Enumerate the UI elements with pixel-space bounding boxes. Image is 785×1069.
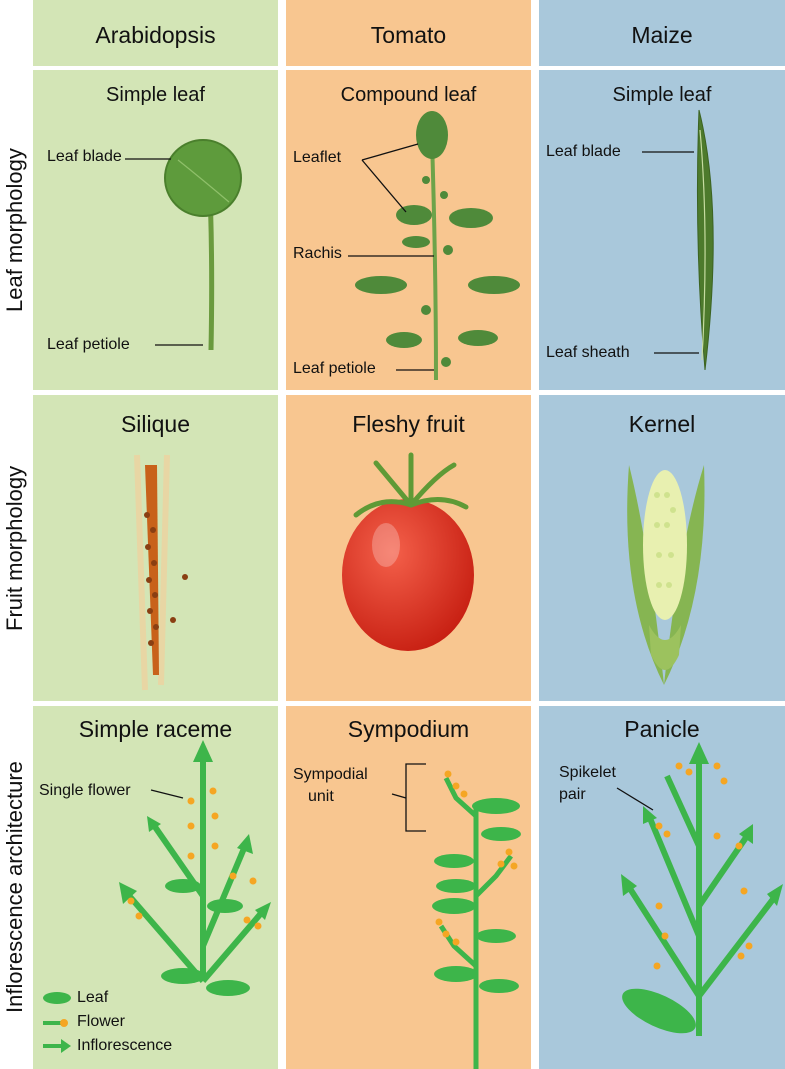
arabidopsis-leaf-illustration (125, 139, 242, 351)
cell-title: Simple raceme (78, 716, 233, 742)
cell-title: Simple leaf (106, 84, 205, 106)
cell-title: Silique (120, 411, 191, 437)
row-label-inflorescence: Inflorescence architecture (2, 761, 27, 1014)
label-leaf-blade: Leaf blade (47, 148, 122, 165)
cell-title: Fleshy fruit (352, 411, 465, 437)
maize-ear-illustration (627, 465, 705, 685)
label-leaf-sheath: Leaf sheath (546, 344, 630, 361)
cell-arabidopsis-fruit: Silique (33, 395, 278, 701)
legend-flower-icon (60, 1019, 68, 1027)
label-leaflet: Leaflet (293, 149, 342, 166)
tomato-fruit-illustration (342, 452, 474, 651)
sympodium-diagram (391, 763, 521, 1069)
legend-leaf-icon (43, 992, 71, 1004)
cell-arabidopsis-leaf: Simple leaf Leaf blade Leaf petiole (33, 70, 278, 390)
panicle-diagram (616, 742, 783, 1036)
cell-arabidopsis-inflorescence: Simple raceme (33, 706, 278, 1069)
row-label-fruit: Fruit morphology (2, 465, 27, 631)
cell-title: Simple leaf (612, 84, 712, 106)
cell-tomato-inflorescence: Sympodium Sympodial unit (286, 706, 531, 1069)
cell-title: Sympodium (347, 716, 470, 742)
label-leaf-petiole: Leaf petiole (47, 336, 130, 353)
legend-flower-label: Flower (77, 1013, 126, 1030)
cell-title: Kernel (628, 411, 696, 437)
maize-leaf-illustration (642, 109, 714, 371)
label-sympodial-unit-line1: Sympodial (293, 766, 368, 783)
cell-maize-leaf: Simple leaf Leaf blade Leaf sheath (539, 70, 785, 390)
cell-maize-fruit: Kernel (539, 395, 785, 701)
tomato-leaf-illustration (348, 111, 520, 381)
label-spikelet-pair-line1: Spikelet (559, 764, 616, 781)
cell-title: Panicle (624, 716, 700, 742)
legend-inflorescence-label: Inflorescence (77, 1037, 173, 1054)
label-spikelet-pair-line2: pair (559, 786, 586, 803)
cell-title: Compound leaf (340, 84, 477, 106)
label-leaf-petiole: Leaf petiole (293, 360, 376, 377)
legend-inflorescence-icon (61, 1039, 71, 1053)
label-leaf-blade: Leaf blade (546, 143, 621, 160)
label-sympodial-unit-line2: unit (308, 788, 334, 805)
simple-raceme-diagram (43, 740, 271, 1053)
cell-tomato-fruit: Fleshy fruit (286, 395, 531, 701)
legend-leaf-label: Leaf (77, 989, 109, 1006)
label-single-flower: Single flower (39, 782, 131, 799)
cell-tomato-leaf: Compound leaf Leaflet Rachis Leaf petiol… (286, 70, 531, 390)
silique-illustration (134, 454, 188, 691)
header-arabidopsis: Arabidopsis (33, 0, 278, 66)
label-rachis: Rachis (293, 245, 342, 262)
cell-maize-inflorescence: Panicle Spikelet pair (539, 706, 785, 1069)
header-tomato: Tomato (286, 0, 531, 66)
header-maize: Maize (539, 0, 785, 66)
row-label-leaf: Leaf morphology (2, 148, 27, 312)
